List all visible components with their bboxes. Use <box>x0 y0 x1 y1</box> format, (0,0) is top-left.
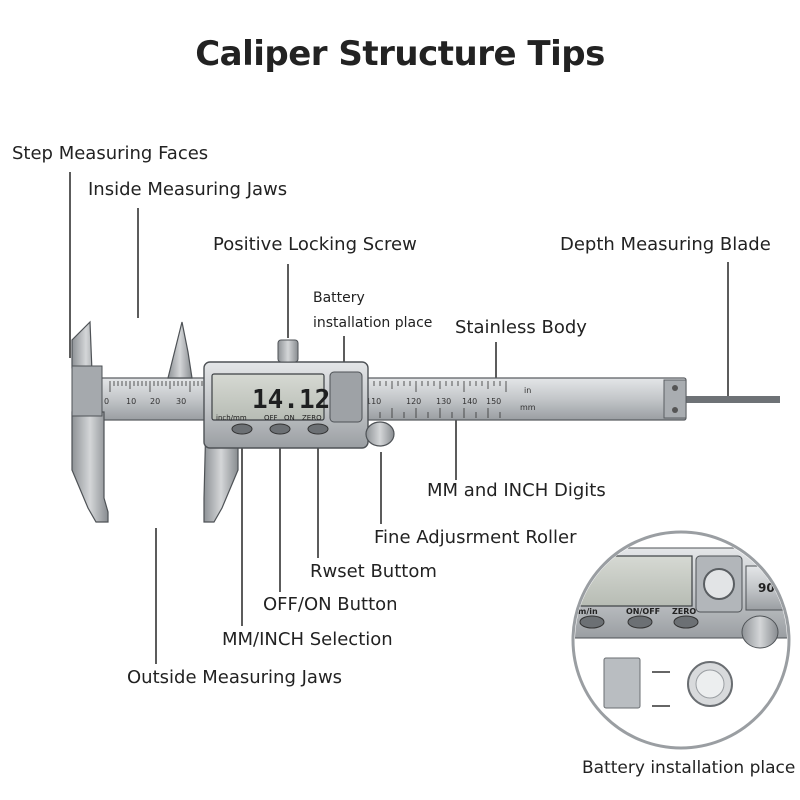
button-off-label: OFF <box>264 414 278 422</box>
inset-battery-coin <box>703 568 735 600</box>
leader-lines <box>69 172 729 664</box>
battery-cover <box>329 371 363 423</box>
button-mode-label: inch/mm <box>216 414 247 422</box>
button-zero-label: ZERO <box>302 414 322 422</box>
scale-tick-label: 120 <box>406 397 421 406</box>
left-scale-ticks <box>109 381 203 392</box>
scale-tick-label: 110 <box>366 397 381 406</box>
scale-tick-label: 140 <box>462 397 477 406</box>
label-onoff-button: OFF/ON Button <box>263 594 398 615</box>
label-stainless-body: Stainless Body <box>455 317 587 338</box>
label-battery-line1: Battery <box>313 290 365 306</box>
label-mm-inch-selection: MM/INCH Selection <box>222 629 393 650</box>
lcd-reading: 14.12 <box>252 385 330 415</box>
scale-unit-mm: mm <box>520 403 536 412</box>
locking-screw <box>277 339 299 363</box>
reset-button[interactable] <box>307 423 329 435</box>
label-mm-inch-digits: MM and INCH Digits <box>427 480 606 501</box>
battery-inset: 90 m/in ON/OFF ZERO <box>571 530 791 750</box>
inset-btn-zero-label: ZERO <box>672 607 696 616</box>
inset-roller <box>741 615 779 649</box>
beam-end-cap <box>663 379 687 419</box>
scale-zero: 0 <box>104 397 109 406</box>
inset-button <box>627 615 653 629</box>
inset-button <box>579 615 605 629</box>
label-locking-screw: Positive Locking Screw <box>213 234 417 255</box>
label-battery-line2: installation place <box>313 315 433 331</box>
fine-adjustment-roller[interactable] <box>365 421 395 447</box>
inset-battery-cover <box>603 657 641 709</box>
label-outside-jaws: Outside Measuring Jaws <box>127 667 343 688</box>
main-beam <box>99 377 687 421</box>
inset-scale-digit: 90 <box>758 581 775 595</box>
label-battery-inset: Battery installation place <box>582 758 796 778</box>
scale-tick-label: 130 <box>436 397 451 406</box>
page-title: Caliper Structure Tips <box>195 34 605 74</box>
onoff-button[interactable] <box>269 423 291 435</box>
label-reset-button: Rwset Buttom <box>310 561 437 582</box>
label-fine-roller: Fine Adjusrment Roller <box>374 527 577 548</box>
moving-inside-jaw <box>167 321 193 379</box>
scale-unit-in: in <box>524 386 531 395</box>
scale-numbers: 0 10 20 30 110 120 130 140 150 in mm <box>104 386 536 412</box>
scale-tick-label: 10 <box>126 397 136 406</box>
scale-tick-label: 30 <box>176 397 186 406</box>
fixed-outside-jaw <box>71 411 109 523</box>
label-depth-blade: Depth Measuring Blade <box>560 234 771 255</box>
lcd-display <box>211 373 325 421</box>
inset-lcd <box>575 555 693 607</box>
label-inside-jaws: Inside Measuring Jaws <box>88 179 288 200</box>
inset-button <box>673 615 699 629</box>
inset-btn-onoff-label: ON/OFF <box>626 607 660 616</box>
scale-tick-label: 150 <box>486 397 501 406</box>
scale-tick-label: 20 <box>150 397 160 406</box>
inset-coin-battery-face <box>695 669 725 699</box>
label-step-faces: Step Measuring Faces <box>12 143 209 164</box>
right-scale-ticks <box>367 381 507 418</box>
fixed-jaw-body <box>71 365 103 417</box>
button-on-label: ON <box>284 414 295 422</box>
depth-measuring-blade <box>684 396 780 403</box>
mm-inch-button[interactable] <box>231 423 253 435</box>
inset-btn-mode-label: m/in <box>578 607 598 616</box>
